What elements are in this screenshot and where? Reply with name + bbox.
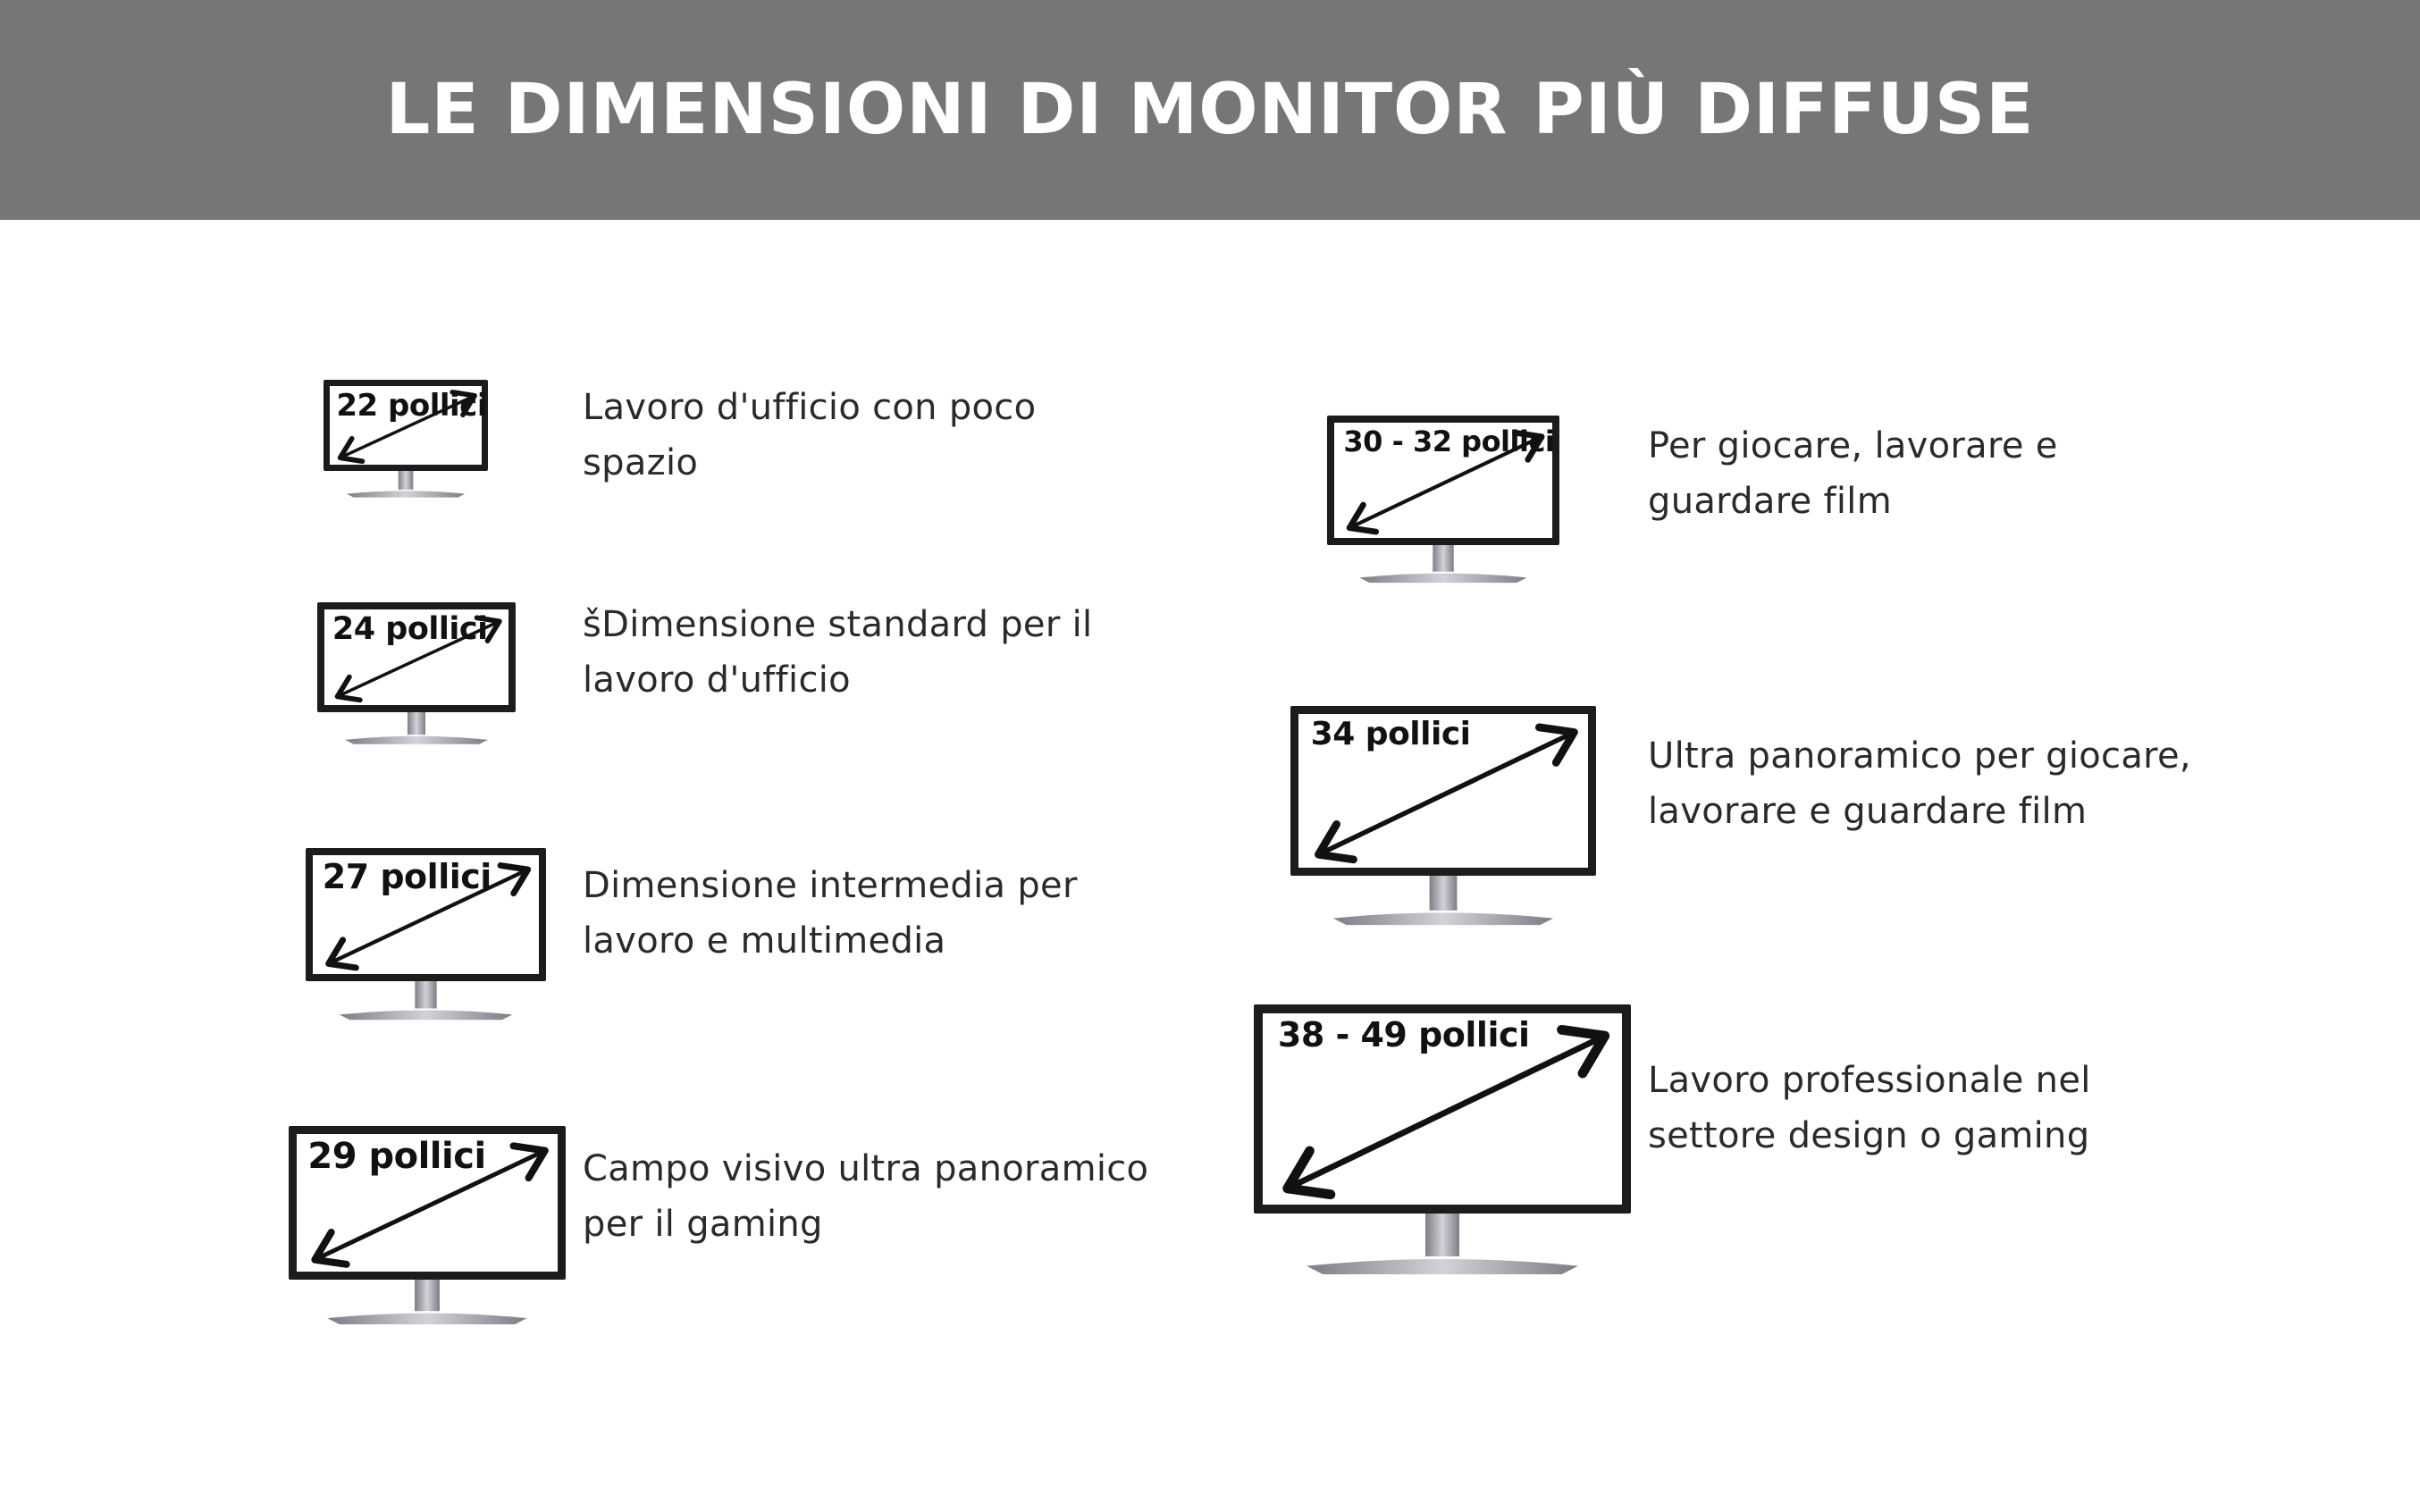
page-title: LE DIMENSIONI DI MONITOR PIÙ DIFFUSE [385, 70, 2035, 150]
monitor-22-pollici: 22 pollici [324, 380, 488, 501]
monitor-icon [1254, 1004, 1631, 1274]
description-line: Campo visivo ultra panoramico [583, 1148, 1149, 1189]
monitor-size-label: 22 pollici [336, 388, 487, 424]
diagonal-arrow-icon [1346, 429, 1545, 535]
description-line: Lavoro d'ufficio con poco [583, 387, 1037, 428]
monitor-description: Per giocare, lavorare e guardare film [1648, 418, 2058, 529]
monitor-30-32-pollici: 30 - 32 pollici [1327, 416, 1559, 588]
diagonal-arrow-icon [311, 1142, 549, 1268]
monitor-icon [289, 1126, 566, 1324]
monitor-stand-neck [415, 980, 437, 1009]
monitor-size-label: 24 pollici [332, 611, 488, 647]
description-line: Dimensione intermedia per [583, 865, 1078, 906]
diagonal-arrow-icon [334, 615, 502, 703]
monitor-stand-base [345, 735, 488, 744]
monitor-stand-base [346, 491, 466, 498]
monitor-icon [1327, 416, 1559, 584]
monitor-stand-neck [398, 470, 414, 490]
monitor-24-pollici: 24 pollici [317, 602, 516, 749]
monitor-stand-neck [408, 711, 425, 735]
monitor-stand-base [1359, 573, 1527, 584]
monitor-size-label: 38 - 49 pollici [1277, 1015, 1530, 1054]
monitor-stand-base [1332, 912, 1554, 926]
header-banner: LE DIMENSIONI DI MONITOR PIÙ DIFFUSE [0, 0, 2420, 220]
diagonal-arrow-icon [1282, 1024, 1610, 1200]
description-line: per il gaming [583, 1204, 823, 1245]
diagonal-arrow-icon [337, 390, 477, 464]
description-line: Ultra panoramico per giocare, [1648, 735, 2191, 777]
monitor-description: Lavoro professionale nel settore design … [1648, 1053, 2091, 1163]
monitor-icon [306, 848, 546, 1021]
diagonal-arrow-icon [325, 862, 532, 971]
monitor-description: Campo visivo ultra panoramico per il gam… [583, 1141, 1148, 1252]
monitor-stand-base [1307, 1258, 1578, 1274]
monitor-icon [1290, 706, 1596, 926]
description-line: lavoro d'ufficio [583, 659, 851, 701]
monitor-icon [317, 602, 516, 744]
monitor-size-label: 34 pollici [1310, 716, 1471, 752]
monitor-description: Lavoro d'ufficio con poco spazio [583, 380, 1036, 491]
monitor-size-label: 30 - 32 pollici [1343, 424, 1555, 458]
monitor-icon [324, 380, 488, 498]
monitor-description: Ultra panoramico per giocare, lavorare e… [1648, 728, 2191, 839]
monitor-description: šDimensione standard per il lavoro d'uff… [583, 597, 1092, 708]
monitor-38-49-pollici: 38 - 49 pollici [1254, 1004, 1631, 1282]
monitor-29-pollici: 29 pollici [289, 1126, 566, 1331]
description-line: šDimensione standard per il [583, 604, 1093, 645]
monitor-stand-neck [1425, 1213, 1459, 1256]
monitor-34-pollici: 34 pollici [1290, 706, 1596, 932]
monitor-size-label: 29 pollici [307, 1136, 486, 1177]
diagonal-arrow-icon [1315, 723, 1578, 864]
monitor-stand-neck [1433, 544, 1454, 572]
description-line: lavorare e guardare film [1648, 791, 2088, 832]
monitor-size-label: 27 pollici [322, 857, 492, 896]
monitor-stand-neck [1429, 875, 1458, 911]
description-line: guardare film [1648, 481, 1892, 522]
monitor-27-pollici: 27 pollici [306, 848, 546, 1025]
monitor-stand-base [327, 1313, 527, 1324]
description-line: Lavoro professionale nel [1648, 1060, 2091, 1101]
monitor-description: Dimensione intermedia per lavoro e multi… [583, 858, 1078, 969]
description-line: Per giocare, lavorare e [1648, 425, 2058, 466]
monitor-stand-base [339, 1010, 513, 1021]
description-line: spazio [583, 442, 699, 483]
monitor-stand-neck [415, 1279, 440, 1312]
description-line: lavoro e multimedia [583, 920, 946, 962]
description-line: settore design o gaming [1648, 1115, 2090, 1156]
